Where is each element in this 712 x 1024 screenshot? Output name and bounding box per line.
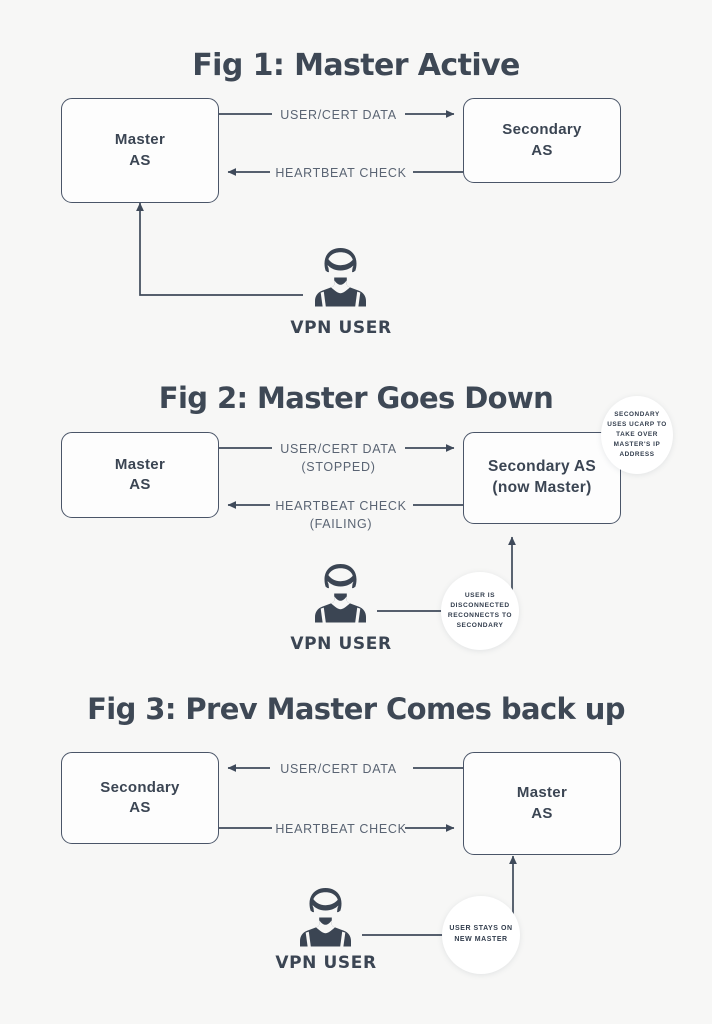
fig3-master-as-label-line2: AS	[531, 804, 553, 822]
fig2-heartbeat-label: HEARTBEAT CHECK (FAILING)	[268, 497, 414, 533]
fig2-ucarp-callout-text: SECONDARY USES UCARP TO TAKE OVER MASTER…	[607, 411, 667, 458]
fig3-usercert-label-text: USER/CERT DATA	[280, 762, 397, 776]
fig2-secondary-as-label-line2: (now Master)	[492, 479, 592, 496]
fig1-master-as-label-line2: AS	[129, 151, 151, 169]
figure-3-title: Fig 3: Prev Master Comes back up	[87, 692, 625, 726]
fig3-user-label-text: VPN USER	[275, 953, 377, 973]
fig1-usercert-label: USER/CERT DATA	[272, 106, 405, 124]
fig2-reconnect-callout-text: USER IS DISCONNECTED RECONNECTS TO SECON…	[447, 591, 513, 630]
fig3-user-label: VPN USER	[248, 953, 404, 973]
fig2-usercert-sublabel-text: (STOPPED)	[301, 460, 376, 475]
figure-2-title: Fig 2: Master Goes Down	[158, 381, 554, 415]
fig1-user-connector	[136, 202, 303, 296]
fig2-secondary-as-label-line1: Secondary AS	[487, 458, 597, 476]
fig1-secondary-as-box: Secondary AS	[463, 98, 621, 183]
figure-1-title: Fig 1: Master Active	[192, 48, 520, 83]
fig3-secondary-as-label-line1: Secondary	[100, 778, 180, 796]
fig1-usercert-label-text: USER/CERT DATA	[280, 108, 397, 122]
fig3-stays-callout-text: USER STAYS ON NEW MASTER	[449, 925, 513, 943]
fig1-master-as-box: Master AS	[61, 98, 219, 203]
fig3-heartbeat-label-text: HEARTBEAT CHECK	[275, 822, 407, 836]
fig2-master-as-label-line2: AS	[129, 476, 151, 493]
fig2-master-as-box: Master AS	[61, 432, 219, 518]
fig1-user-label-text: VPN USER	[290, 318, 392, 338]
fig3-secondary-as-label-line2: AS	[129, 799, 151, 816]
fig3-heartbeat-label: HEARTBEAT CHECK	[268, 820, 414, 838]
fig1-user-label: VPN USER	[263, 318, 419, 338]
fig1-heartbeat-label-text: HEARTBEAT CHECK	[275, 166, 407, 180]
fig2-user-label-text: VPN USER	[290, 634, 392, 654]
fig1-secondary-as-label-line2: AS	[531, 141, 553, 159]
fig1-user-avatar-icon	[315, 248, 366, 307]
fig3-secondary-as-box: Secondary AS	[61, 752, 219, 844]
fig2-usercert-label: USER/CERT DATA (STOPPED)	[272, 440, 405, 476]
fig2-reconnect-callout: USER IS DISCONNECTED RECONNECTS TO SECON…	[441, 572, 519, 650]
fig2-user-label: VPN USER	[263, 634, 419, 654]
fig2-master-as-label-line1: Master	[114, 455, 166, 473]
fig3-master-as-label-line1: Master	[516, 784, 568, 802]
fig3-master-as-box: Master AS	[463, 752, 621, 855]
fig2-heartbeat-sublabel-text: (FAILING)	[309, 517, 373, 532]
fig2-secondary-as-box: Secondary AS (now Master)	[463, 432, 621, 524]
fig3-usercert-label: USER/CERT DATA	[272, 760, 405, 778]
fig1-master-as-label-line1: Master	[114, 131, 166, 149]
fig2-usercert-label-text: USER/CERT DATA	[280, 442, 397, 456]
fig2-heartbeat-label-text: HEARTBEAT CHECK	[275, 499, 407, 513]
fig3-stays-callout: USER STAYS ON NEW MASTER	[442, 896, 520, 974]
fig2-ucarp-callout: SECONDARY USES UCARP TO TAKE OVER MASTER…	[601, 396, 673, 474]
fig3-user-avatar-icon	[300, 888, 351, 947]
fig1-secondary-as-label-line1: Secondary	[502, 121, 582, 139]
fig2-user-avatar-icon	[315, 564, 366, 623]
fig1-heartbeat-label: HEARTBEAT CHECK	[268, 164, 414, 182]
